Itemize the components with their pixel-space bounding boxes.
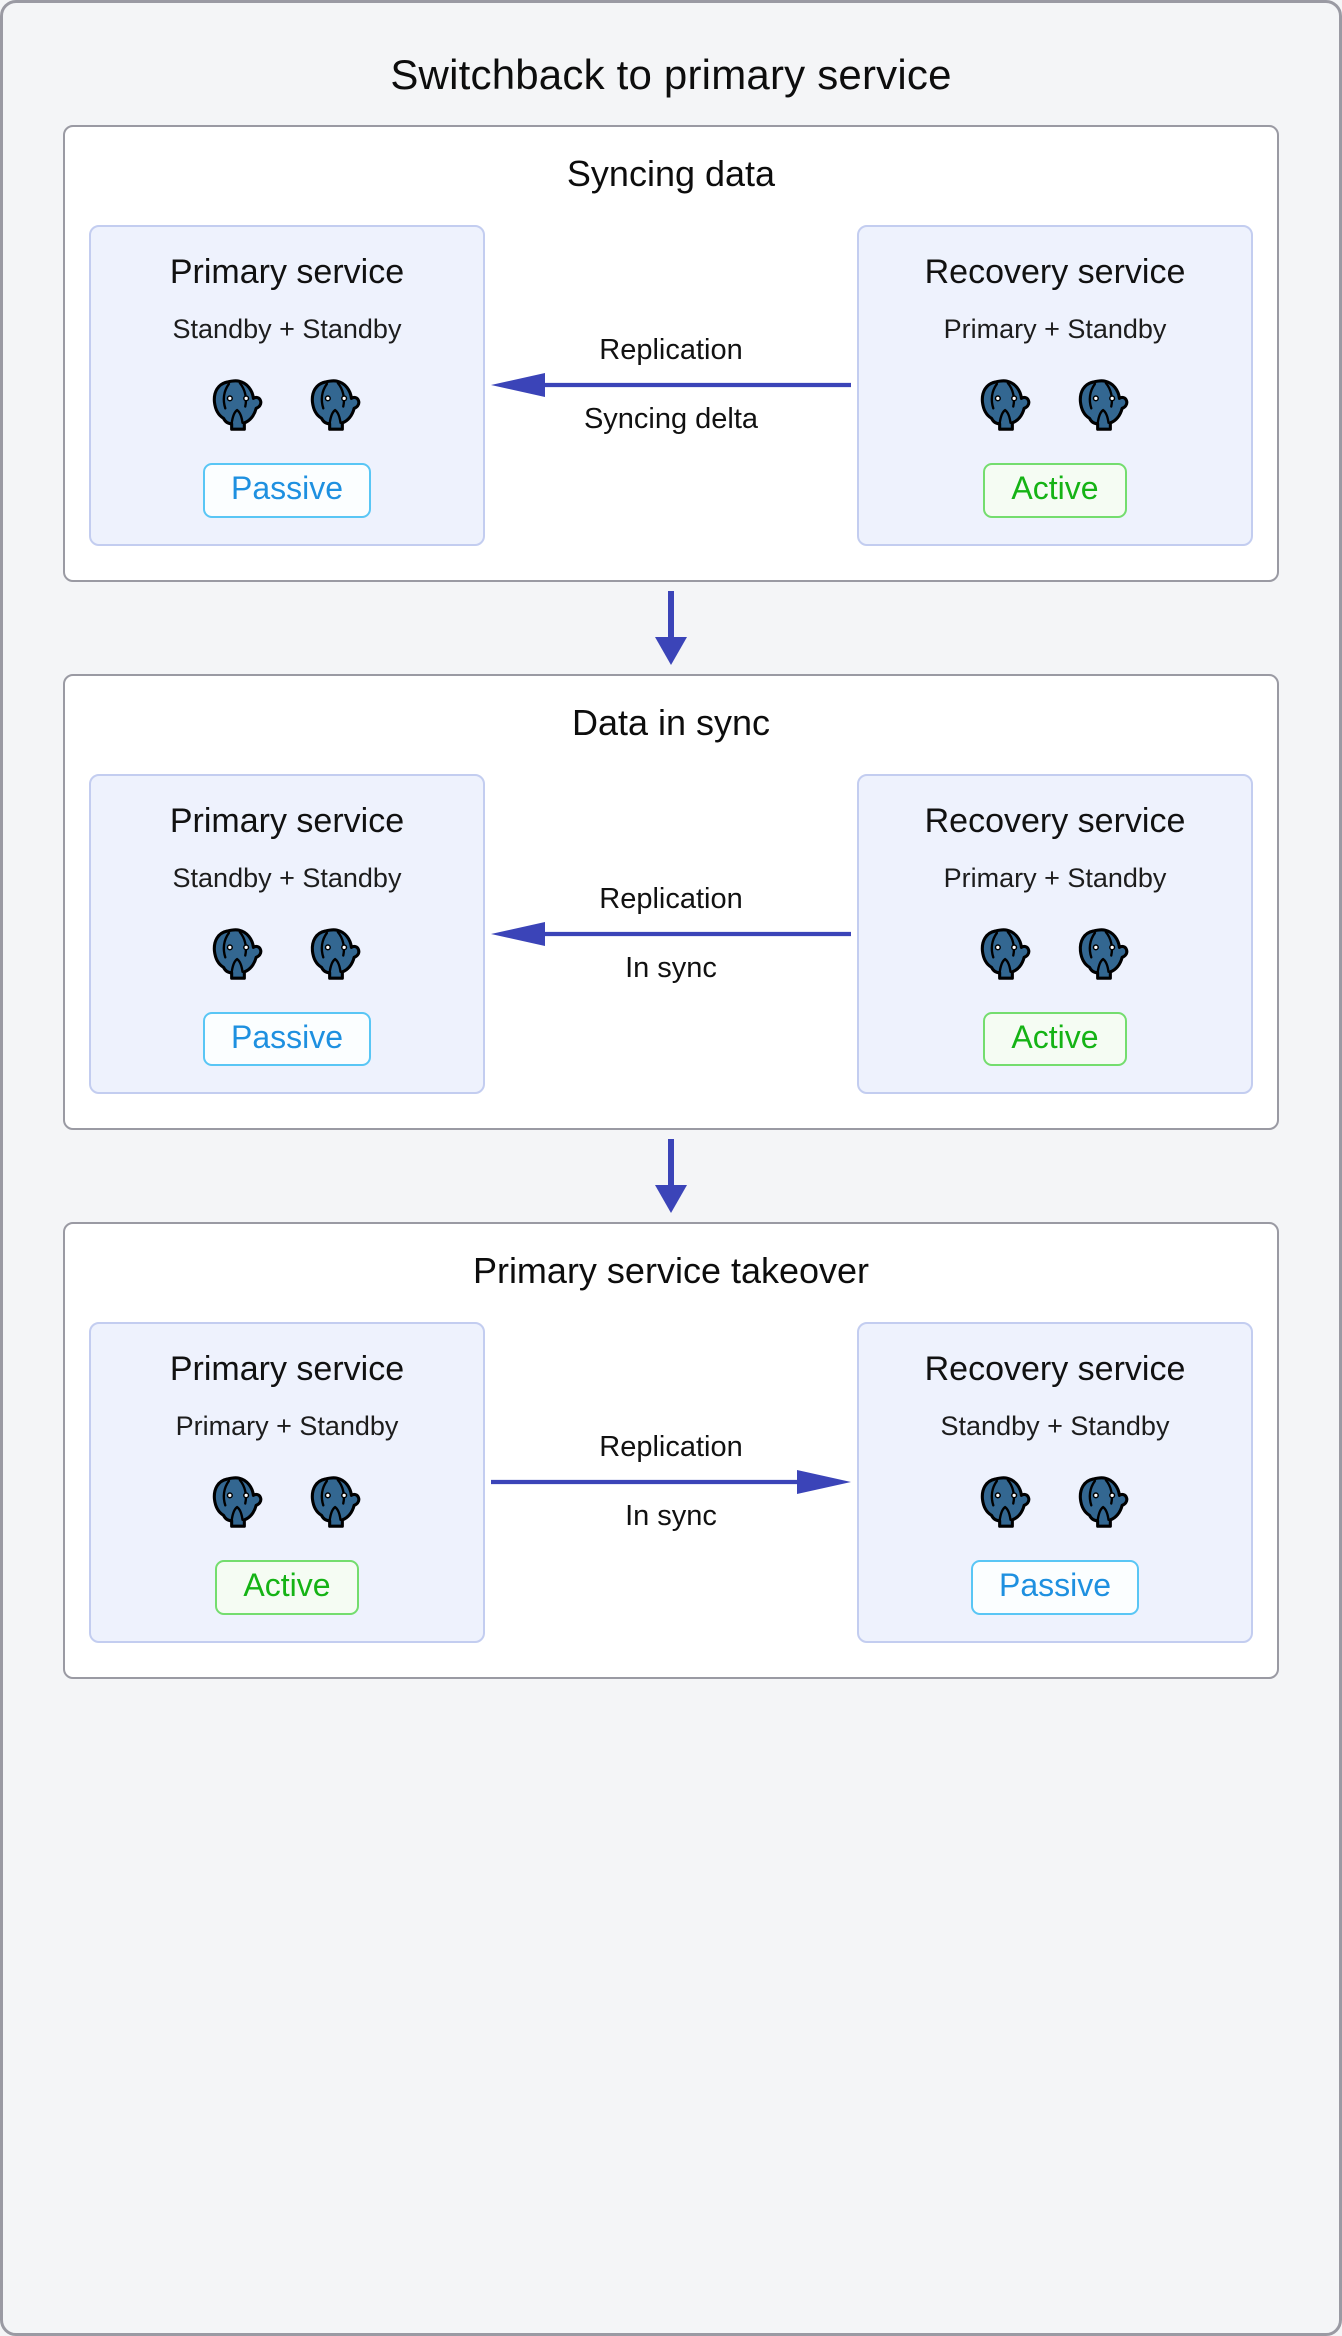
status-badge: Active: [983, 463, 1127, 518]
status-badge: Active: [983, 1011, 1127, 1067]
status-badge: Passive: [970, 1560, 1140, 1615]
replication-connector: Replication In sync: [485, 1322, 857, 1643]
postgres-elephant-icon: [980, 927, 1031, 980]
connector-label-bottom: In sync: [625, 1500, 717, 1533]
node-group: [977, 1468, 1133, 1530]
arrow-left-icon: [491, 373, 851, 398]
service-card-recovery[interactable]: Recovery service Primary + Standby: [857, 773, 1253, 1095]
postgres-elephant-icon: [980, 1476, 1031, 1528]
panel-title: Syncing data: [566, 153, 776, 194]
service-card-recovery[interactable]: Recovery service Primary + Standby: [857, 225, 1253, 546]
service-card-primary[interactable]: Primary service Standby + Standby: [89, 773, 485, 1095]
status-badge: Passive: [202, 463, 372, 518]
service-roles: Standby + Standby: [172, 314, 402, 344]
postgres-elephant-icon: [310, 1476, 361, 1528]
step-connector: [63, 582, 1279, 674]
panel-stack: Syncing data Primary service Standby + S…: [3, 125, 1339, 1679]
postgres-elephant-icon: [212, 379, 263, 431]
panel-title: Primary service takeover: [472, 1250, 870, 1292]
service-roles: Standby + Standby: [172, 862, 402, 893]
postgres-elephant-icon: [1078, 927, 1129, 980]
postgres-elephant-icon: [310, 927, 361, 980]
node-group: [977, 920, 1133, 982]
service-card-primary[interactable]: Primary service Primary + Standby: [89, 1322, 485, 1643]
node-group: [977, 371, 1133, 433]
page-title: Switchback to primary service: [390, 51, 952, 98]
panel-data-in-sync: Data in sync Primary service Standby + S…: [63, 673, 1279, 1131]
status-badge: Active: [215, 1560, 359, 1615]
service-roles: Primary + Standby: [175, 1411, 399, 1442]
replication-connector: Replication Syncing delta: [485, 225, 857, 546]
panel-syncing-data: Syncing data Primary service Standby + S…: [63, 125, 1279, 582]
panel-body: Primary service Standby + Standby: [89, 225, 1253, 546]
service-name: Recovery service: [924, 253, 1186, 291]
service-card-recovery[interactable]: Recovery service Standby + Standby: [857, 1322, 1253, 1643]
service-roles: Standby + Standby: [940, 1411, 1170, 1442]
panel-primary-service-takeover: Primary service takeover Primary service…: [63, 1222, 1279, 1679]
node-group: [209, 920, 365, 982]
node-group: [209, 1468, 365, 1530]
service-name: Primary service: [169, 1350, 405, 1389]
replication-connector: Replication In sync: [485, 774, 857, 1095]
arrow-right-icon: [491, 1470, 851, 1495]
panel-body: Primary service Primary + Standby: [89, 1322, 1253, 1643]
service-name: Recovery service: [924, 1350, 1186, 1389]
connector-label-top: Replication: [599, 882, 743, 915]
panel-title: Data in sync: [571, 701, 771, 743]
postgres-elephant-icon: [310, 379, 361, 431]
service-roles: Primary + Standby: [943, 314, 1167, 344]
node-group: [209, 371, 365, 433]
postgres-elephant-icon: [1078, 1476, 1129, 1528]
postgres-elephant-icon: [980, 379, 1031, 431]
panel-body: Primary service Standby + Standby: [89, 773, 1253, 1095]
step-connector: [63, 1130, 1279, 1222]
connector-label-bottom: Syncing delta: [583, 403, 759, 436]
postgres-elephant-icon: [212, 1476, 263, 1528]
service-name: Primary service: [169, 801, 405, 840]
connector-label-top: Replication: [599, 334, 743, 367]
arrow-down-icon: [655, 1139, 687, 1214]
postgres-elephant-icon: [212, 927, 263, 980]
arrow-left-icon: [491, 921, 851, 946]
connector-label-top: Replication: [599, 1431, 743, 1464]
connector-label-bottom: In sync: [625, 951, 717, 984]
service-card-primary[interactable]: Primary service Standby + Standby: [89, 225, 485, 546]
service-name: Recovery service: [924, 801, 1186, 840]
postgres-elephant-icon: [1078, 379, 1129, 431]
service-name: Primary service: [169, 253, 405, 291]
status-badge: Passive: [202, 1011, 372, 1067]
service-roles: Primary + Standby: [943, 862, 1167, 893]
arrow-down-icon: [655, 590, 687, 665]
